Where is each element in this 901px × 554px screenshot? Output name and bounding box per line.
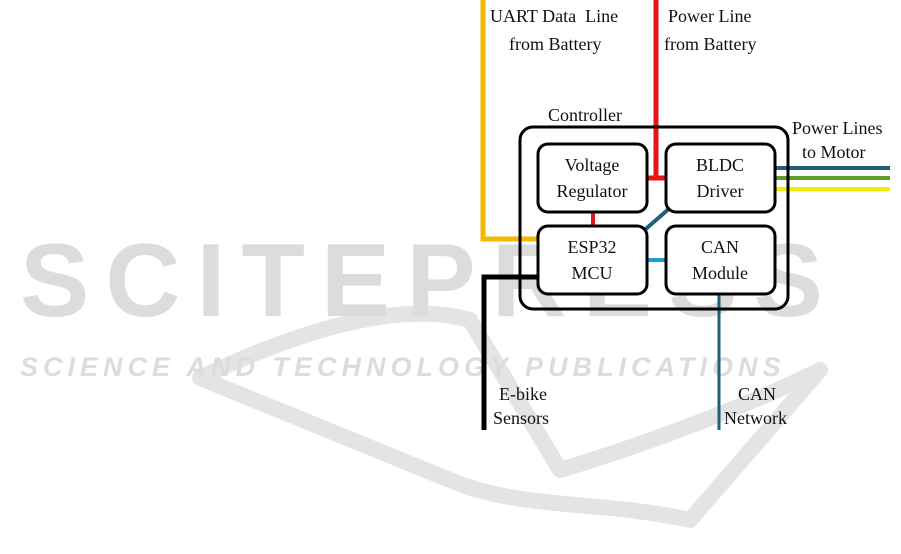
motor-label-line2: to Motor: [802, 142, 866, 162]
esp32-mcu-block: ESP32 MCU: [538, 226, 647, 294]
uart-label-line1: UART Data Line: [490, 6, 618, 26]
bldc-driver-label-line1: BLDC: [696, 155, 744, 175]
can-network-label-line1: CAN: [738, 384, 776, 404]
voltage-regulator-label-line1: Voltage: [565, 155, 620, 175]
can-network-label-line2: Network: [724, 408, 787, 428]
power-label-line2: from Battery: [664, 34, 756, 54]
esp32-mcu-label-line1: ESP32: [567, 237, 616, 257]
bldc-driver-label-line2: Driver: [697, 181, 744, 201]
sensors-label-line2: Sensors: [493, 408, 549, 428]
uart-label-line2: from Battery: [509, 34, 601, 54]
can-module-label-line2: Module: [692, 263, 748, 283]
power-label-line1: Power Line: [668, 6, 751, 26]
controller-label: Controller: [548, 105, 622, 125]
voltage-regulator-label-line2: Regulator: [557, 181, 628, 201]
voltage-regulator-block: Voltage Regulator: [538, 144, 647, 212]
can-module-block: CAN Module: [666, 226, 775, 294]
sensors-label-line1: E-bike: [499, 384, 547, 404]
bldc-driver-block: BLDC Driver: [666, 144, 775, 212]
esp32-mcu-label-line2: MCU: [571, 263, 612, 283]
motor-label-line1: Power Lines: [792, 118, 882, 138]
can-module-label-line1: CAN: [701, 237, 739, 257]
watermark-sub-text: SCIENCE AND TECHNOLOGY PUBLICATIONS: [20, 352, 786, 382]
